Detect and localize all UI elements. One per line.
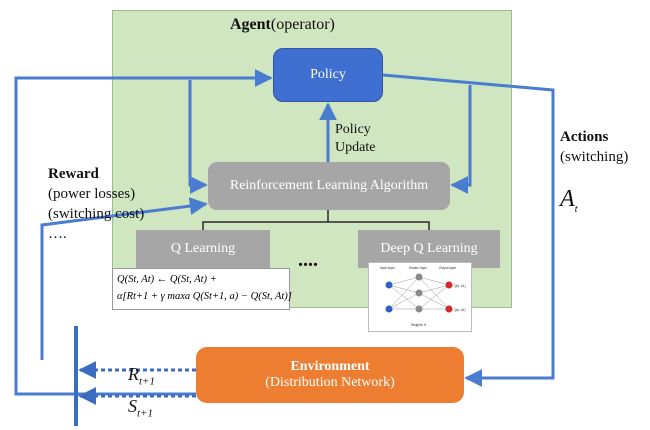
policy-node: Policy	[273, 48, 383, 102]
state-signal-label: St+1	[128, 396, 153, 420]
reward-signal-label: Rt+1	[128, 364, 155, 388]
reward-label: Reward (power losses) (switching cost) ……	[48, 166, 145, 242]
nn-layer-hidden: Hidden layer	[409, 266, 428, 270]
equation-line-2: α[Rt+1 + γ maxa Q(St+1, a) − Q(St, At)]	[117, 291, 292, 302]
action-arrow	[382, 73, 555, 387]
equation-line-1: Q(St, At) ← Q(St, At) +	[117, 274, 217, 285]
nn-weights: Weights: θ	[411, 323, 426, 327]
nn-output-1: Q(s, a1)	[454, 284, 466, 288]
deep-q-learning-node: Deep Q Learning	[358, 230, 500, 268]
action-symbol: At	[560, 186, 578, 215]
nn-output-2: Q(s, a2)	[454, 308, 466, 312]
state-feedback-arrow	[14, 69, 273, 396]
policy-to-rl-right	[450, 85, 472, 194]
q-learning-node: Q Learning	[136, 230, 270, 268]
rl-algorithm-node: Reinforcement Learning Algorithm	[208, 162, 450, 210]
reward-feedback-arrow	[40, 197, 208, 360]
nn-layer-output: Output layer	[439, 266, 457, 270]
actions-label: Actions (switching)	[560, 129, 629, 165]
neural-network-graphic: Input layer Hidden layer Output layer Q(…	[380, 266, 466, 327]
neural-network-figure: Input layer Hidden layer Output layer Q(…	[368, 262, 472, 332]
environment-node: Environment (Distribution Network)	[196, 347, 464, 403]
nn-layer-input: Input layer	[380, 266, 396, 270]
algorithms-ellipsis: ....	[298, 249, 318, 271]
q-update-equation: Q(St, At) ← Q(St, At) + α[Rt+1 + γ maxa …	[112, 268, 292, 310]
policy-to-rl-left	[188, 80, 208, 194]
agent-title: Agent(operator)	[230, 16, 335, 33]
algorithm-branch	[202, 210, 430, 230]
